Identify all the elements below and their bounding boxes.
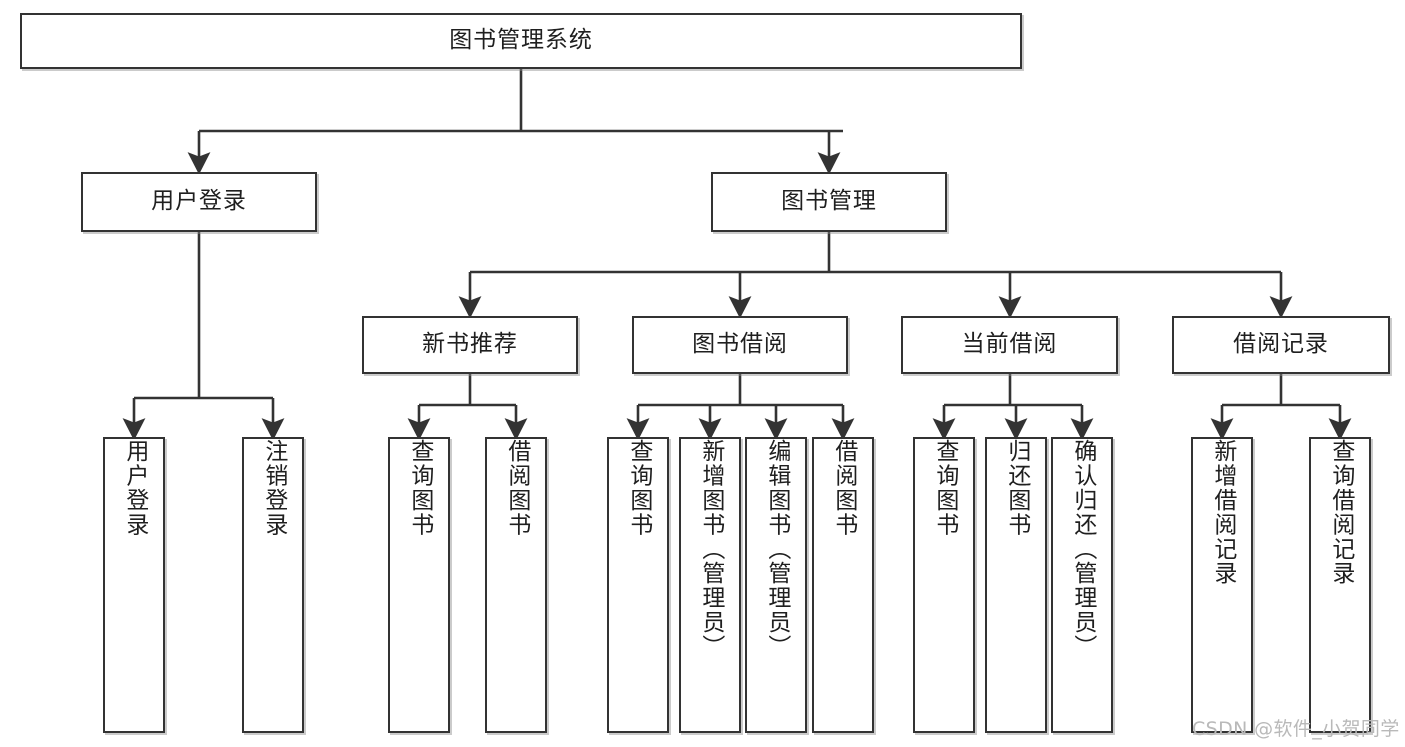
- node-borrow-record-label: 借阅记录: [1233, 331, 1329, 358]
- node-root[interactable]: 图书管理系统: [20, 13, 1022, 69]
- node-current-borrow[interactable]: 当前借阅: [901, 316, 1118, 374]
- node-leaf-add-book-label: 新增图书（管理员）: [697, 439, 724, 659]
- node-leaf-borrow-book-1-label: 借阅图书: [503, 439, 530, 537]
- node-current-borrow-label: 当前借阅: [961, 331, 1058, 358]
- node-leaf-edit-book-label: 编辑图书（管理员）: [763, 439, 790, 659]
- node-leaf-logout-label: 注销登录: [260, 439, 287, 537]
- node-leaf-query-record-label: 查询借阅记录: [1327, 439, 1354, 586]
- node-leaf-edit-book[interactable]: 编辑图书（管理员）: [745, 437, 807, 733]
- node-book-borrow-label: 图书借阅: [692, 331, 788, 358]
- node-leaf-user-login-label: 用户登录: [121, 439, 148, 537]
- node-leaf-confirm-return-label: 确认归还（管理员）: [1069, 439, 1096, 659]
- node-leaf-query-book-3[interactable]: 查询图书: [913, 437, 975, 733]
- node-leaf-query-book-3-label: 查询图书: [931, 439, 958, 537]
- node-leaf-query-book-2-label: 查询图书: [625, 439, 652, 537]
- node-leaf-add-record[interactable]: 新增借阅记录: [1191, 437, 1253, 733]
- node-leaf-query-record[interactable]: 查询借阅记录: [1309, 437, 1371, 733]
- node-user-login[interactable]: 用户登录: [81, 172, 317, 232]
- node-leaf-query-book-2[interactable]: 查询图书: [607, 437, 669, 733]
- node-new-book-rec[interactable]: 新书推荐: [362, 316, 578, 374]
- node-leaf-borrow-book-1[interactable]: 借阅图书: [485, 437, 547, 733]
- node-leaf-logout[interactable]: 注销登录: [242, 437, 304, 733]
- node-leaf-return-book[interactable]: 归还图书: [985, 437, 1047, 733]
- node-user-login-label: 用户登录: [151, 188, 247, 215]
- node-leaf-query-book-1-label: 查询图书: [406, 439, 433, 537]
- node-leaf-confirm-return[interactable]: 确认归还（管理员）: [1051, 437, 1113, 733]
- node-book-borrow[interactable]: 图书借阅: [632, 316, 848, 374]
- node-leaf-borrow-book-2[interactable]: 借阅图书: [812, 437, 874, 733]
- node-leaf-return-book-label: 归还图书: [1003, 439, 1030, 537]
- node-new-book-rec-label: 新书推荐: [422, 331, 518, 358]
- node-root-label: 图书管理系统: [449, 27, 593, 54]
- node-leaf-borrow-book-2-label: 借阅图书: [830, 439, 857, 537]
- node-borrow-record[interactable]: 借阅记录: [1172, 316, 1390, 374]
- node-leaf-query-book-1[interactable]: 查询图书: [388, 437, 450, 733]
- node-book-manage[interactable]: 图书管理: [711, 172, 947, 232]
- node-leaf-add-book[interactable]: 新增图书（管理员）: [679, 437, 741, 733]
- node-leaf-user-login[interactable]: 用户登录: [103, 437, 165, 733]
- csdn-watermark: CSDN @软件_小贺同学: [1192, 718, 1400, 740]
- node-leaf-add-record-label: 新增借阅记录: [1209, 439, 1236, 586]
- node-book-manage-label: 图书管理: [781, 188, 877, 215]
